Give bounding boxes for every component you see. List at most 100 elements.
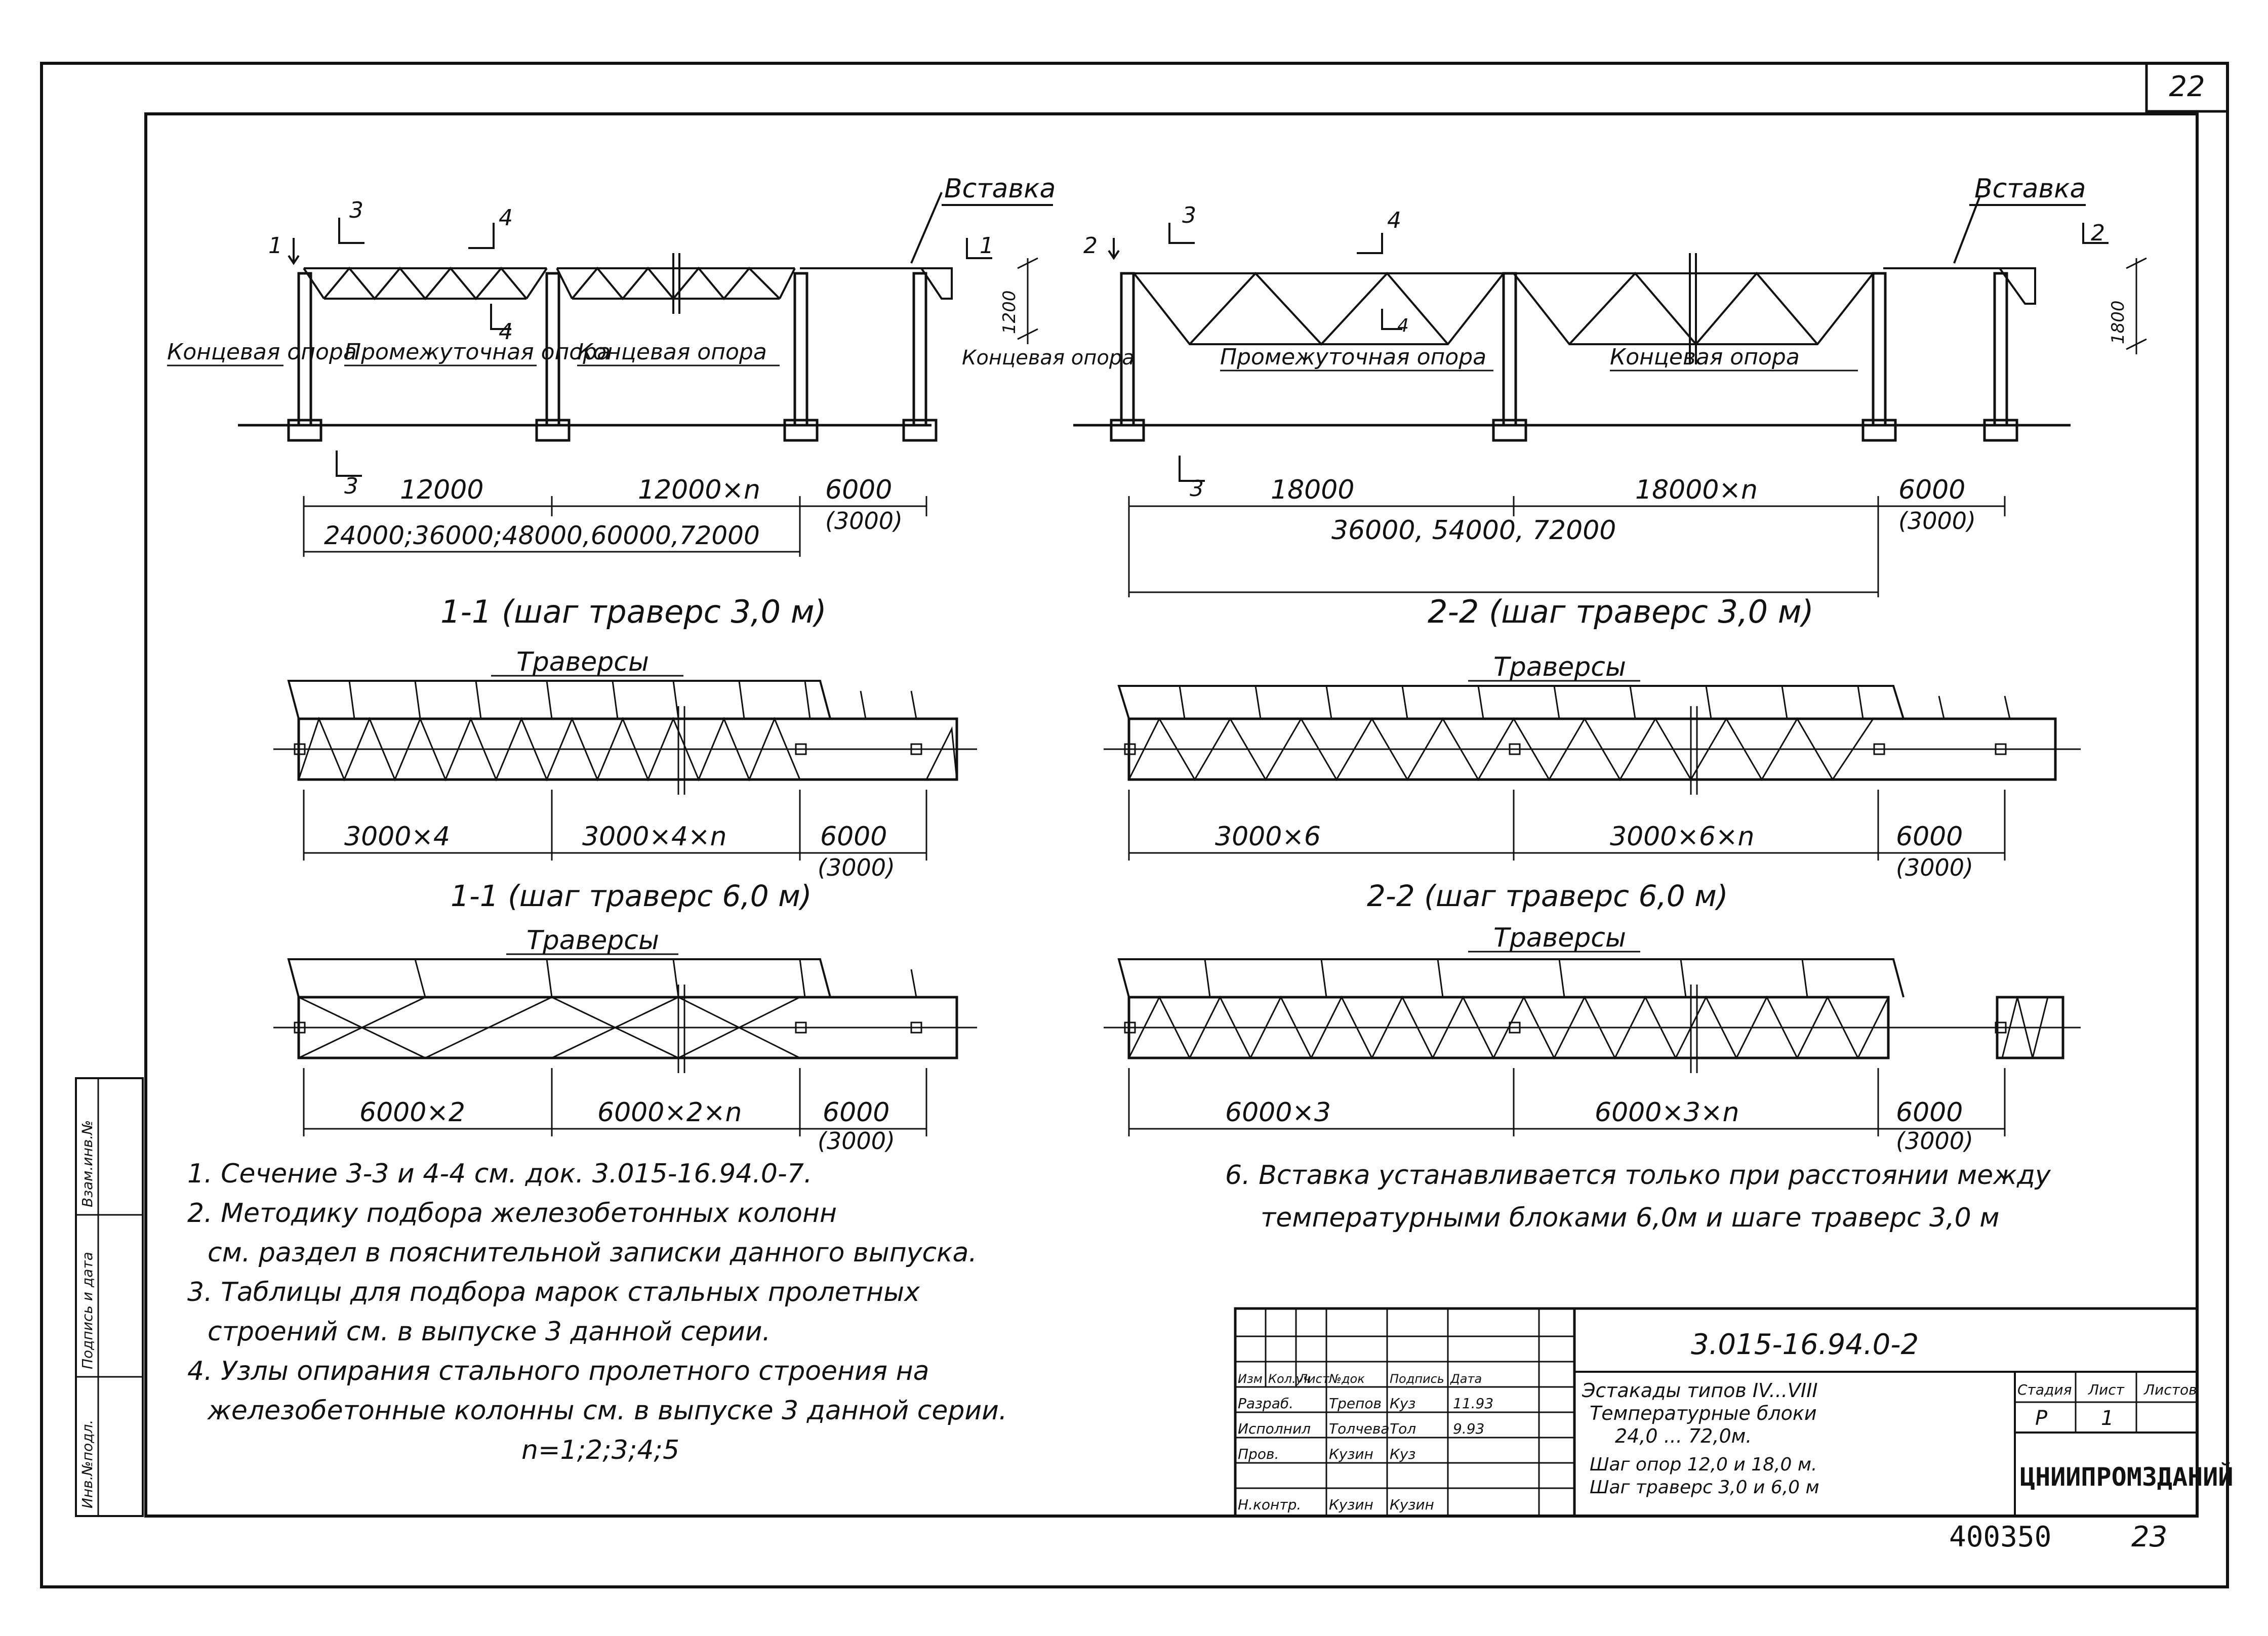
plan-dim-2a-c: 6000 (1896, 822, 1963, 852)
mark-1-3b: 3 (344, 473, 358, 499)
tb-h-sign: Подпись (1390, 1372, 1444, 1386)
plan-dim-1b-c: 6000 (823, 1097, 889, 1128)
columns-1 (287, 272, 938, 442)
trusses-1 (303, 192, 953, 314)
tb-sign-1: Тол (1390, 1420, 1416, 1437)
tb-date-0: 11.93 (1453, 1395, 1493, 1412)
plan-dim-1b-b: 6000×2×n (597, 1097, 742, 1128)
mark-1-1b: 1 (980, 233, 994, 259)
plan-dim-2a-b: 3000×6×n (1610, 822, 1755, 852)
plan-dim-1a-b: 3000×4×n (582, 822, 727, 852)
plan-1a: Траверсы 3000×4 3000×4×n 6000 (3000) 1-1… (273, 647, 977, 913)
organization-name: ЦНИИПРОМЗДАНИЙ (2020, 1462, 2233, 1492)
plan-dim-1a-d: (3000) (818, 854, 895, 881)
desc-line-1: Температурные блоки (1590, 1402, 1817, 1424)
support-label-end-4: Концевая опора (1610, 344, 1800, 370)
stage-h-2: Листов (2143, 1381, 2197, 1398)
note-right-1: температурными блоками 6,0м и шаге траве… (1261, 1203, 2000, 1233)
tb-h-kol: Кол.уч (1268, 1372, 1310, 1386)
plan-title-1b: Траверсы (526, 925, 659, 956)
doc-code: 3.015-16.94.0-2 (1691, 1328, 1919, 1361)
desc-line-2: 24,0 ... 72,0м. (1615, 1425, 1752, 1447)
dim-2-total: 36000, 54000, 72000 (1331, 515, 1616, 546)
tb-role-0: Разраб. (1238, 1395, 1293, 1412)
mark-2-2: 2 (1083, 233, 1098, 259)
plan-title-2a: Траверсы (1493, 652, 1626, 682)
plan-dim-1a-c: 6000 (820, 822, 887, 852)
mark-1-4b: 4 (499, 319, 513, 345)
stamp-sign: Подпись и дата (79, 1252, 96, 1369)
plan-1b: Траверсы 6000×2 6000×2×n 6000 (3000) (273, 925, 977, 1155)
mark-2-3b: 3 (1190, 476, 1204, 502)
plan-dim-2b-b: 6000×3×n (1595, 1097, 1739, 1128)
section-marks-1: 1 3 4 4 3 1 (268, 197, 994, 499)
tb-sign-2: Куз (1390, 1446, 1415, 1462)
inner-frame (144, 112, 2199, 1518)
mark-1-1: 1 (268, 233, 282, 259)
tb-name-3: Кузин (1329, 1496, 1373, 1513)
stage-h-0: Стадия (2017, 1381, 2072, 1398)
stamp-replace: Взам.инв.№ (79, 1120, 96, 1207)
columns-2 (1110, 272, 2018, 442)
plan-dim-1b-a: 6000×2 (359, 1097, 465, 1128)
mark-1-4: 4 (499, 205, 513, 231)
note-left-0: 1. Сечение 3-3 и 4-4 см. док. 3.015-16.9… (187, 1159, 813, 1189)
plan-dim-2b-c: 6000 (1896, 1097, 1963, 1128)
note-left-5: 4. Узлы опирания стального пролетного ст… (187, 1356, 929, 1386)
dim-height-2: 1800 (2108, 300, 2128, 344)
plan-dim-1a-a: 3000×4 (344, 822, 450, 852)
tb-name-2: Кузин (1329, 1446, 1373, 1462)
plan-2a: Траверсы 3000×6 3000×6×n 6000 (3000) 2-2… (1104, 652, 2081, 913)
note-left-1: 2. Методику подбора железобетонных колон… (187, 1198, 837, 1229)
note-left-3: 3. Таблицы для подбора марок стальных пр… (187, 1277, 920, 1307)
dim-1-c: 6000 (825, 475, 892, 505)
note-right-0: 6. Вставка устанавливается только при ра… (1225, 1160, 2051, 1191)
tb-h-izm: Изм (1238, 1372, 1263, 1386)
notes-right: 6. Вставка устанавливается только при ра… (1225, 1154, 2051, 1239)
note-left-6: железобетонные колонны см. в выпуске 3 д… (208, 1396, 1007, 1426)
tb-sign-3: Кузин (1390, 1496, 1434, 1513)
caption-2a: 2-2 (шаг траверс 6,0 м) (1367, 879, 1728, 913)
support-label-mid-1: Промежуточная опора (344, 339, 611, 365)
stage-v-1: 1 (2101, 1407, 2114, 1430)
dim-2-d: (3000) (1898, 507, 1976, 535)
desc-line-4: Шаг траверс 3,0 и 6,0 м (1590, 1477, 1819, 1498)
mark-2-3: 3 (1182, 202, 1196, 228)
tb-role-3: Н.контр. (1238, 1496, 1301, 1513)
tb-name-0: Трепов (1329, 1395, 1382, 1412)
caption-1a: 1-1 (шаг траверс 6,0 м) (451, 879, 812, 913)
plan-2b: Траверсы 6000×3 6000×3×n 6000 (3000) (1104, 923, 2081, 1155)
mark-1-3: 3 (349, 197, 363, 223)
title-block: Изм Кол.уч Лист №док Подпись Дата Разраб… (1234, 1307, 2233, 1518)
note-left-7: n=1;2;3;4;5 (521, 1435, 680, 1465)
section-marks-2: 2 3 4 4 3 2 (1083, 202, 2109, 502)
plan-dim-2a-a: 3000×6 (1215, 822, 1321, 852)
plan-dim-1b-d: (3000) (818, 1127, 895, 1155)
tb-sign-0: Куз (1390, 1395, 1415, 1412)
outer-frame (40, 62, 2229, 1588)
sheet-number-box (2145, 63, 2228, 113)
tb-role-2: Пров. (1238, 1446, 1279, 1462)
plan-dim-2a-d: (3000) (1896, 854, 1973, 881)
plan-dim-2b-a: 6000×3 (1225, 1097, 1331, 1128)
support-label-end-3: Концевая опора (962, 346, 1135, 370)
elevation-2: Вставка 2 3 4 4 3 2 Промежуточная опора … (1073, 174, 2147, 630)
plan-title-2b: Траверсы (1493, 923, 1626, 953)
stage-v-0: Р (2035, 1407, 2048, 1430)
dim-2-a: 18000 (1271, 475, 1354, 505)
dim-1-a: 12000 (400, 475, 483, 505)
support-label-end-1: Концевая опора (167, 339, 357, 365)
caption-1: 1-1 (шаг траверс 3,0 м) (440, 593, 827, 630)
dim-height-1: 1200 (999, 290, 1020, 334)
archive-code: 400350 (1949, 1521, 2051, 1553)
mark-2-4b: 4 (1397, 315, 1409, 336)
dim-1-total: 24000;36000;48000,60000,72000 (324, 521, 760, 550)
tb-role-1: Исполнил (1238, 1420, 1311, 1437)
elevation-1: Вставка 1 3 4 4 3 1 Концевая опора Проме… (167, 174, 1135, 630)
notes-left: 1. Сечение 3-3 и 4-4 см. док. 3.015-16.9… (187, 1154, 1007, 1470)
tb-h-list: Лист (1298, 1372, 1330, 1386)
side-stamp: Инв.№подл. Подпись и дата Взам.инв.№ (75, 1077, 144, 1517)
sheet-number: 22 (2169, 70, 2205, 103)
